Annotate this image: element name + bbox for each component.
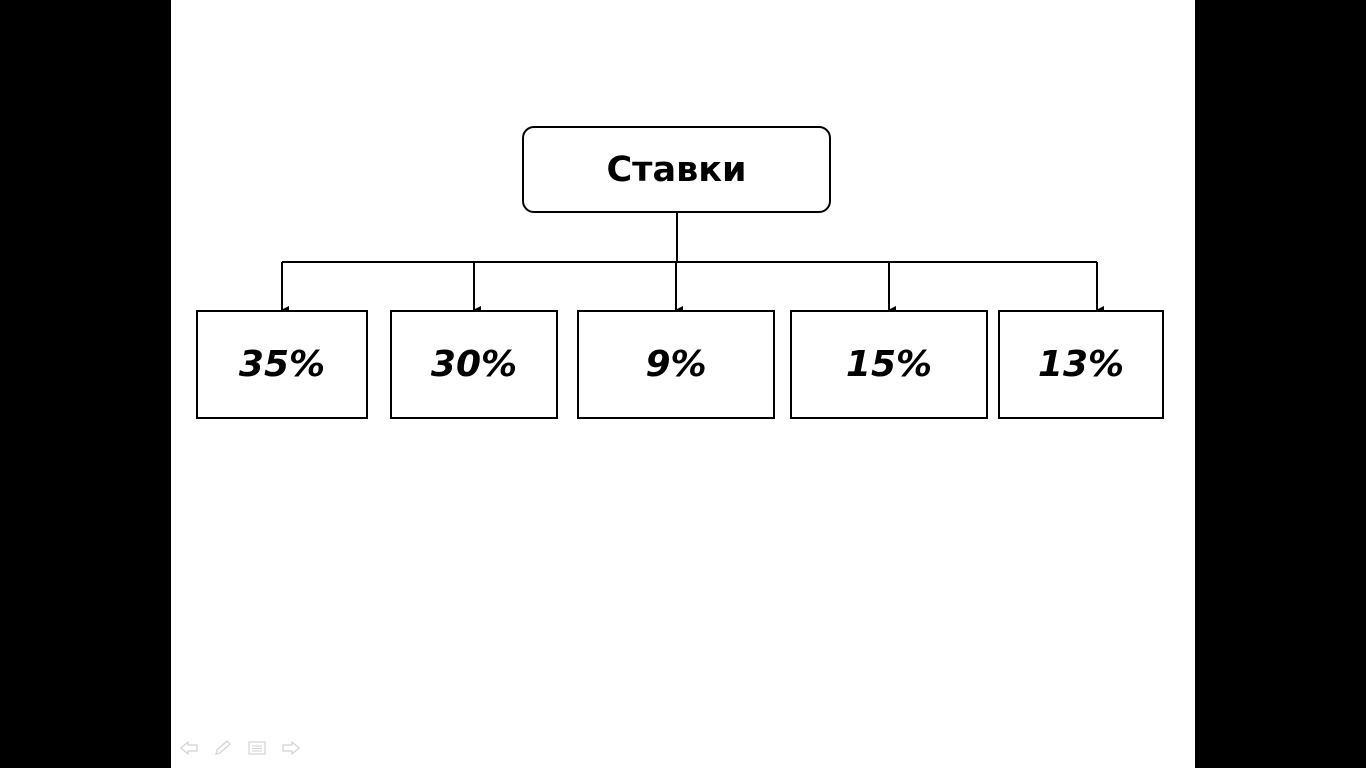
- arrow-right-icon[interactable]: [280, 738, 302, 758]
- menu-icon[interactable]: [246, 738, 268, 758]
- child-node-3: 9%: [577, 310, 775, 419]
- child-node-4: 15%: [790, 310, 988, 419]
- arrow-left-icon[interactable]: [178, 738, 200, 758]
- child-node-3-label: 9%: [645, 344, 707, 385]
- root-node: Ставки: [522, 126, 831, 213]
- root-node-label: Ставки: [606, 149, 747, 190]
- pen-icon[interactable]: [212, 738, 234, 758]
- slideshow-navigation: [178, 738, 302, 758]
- child-node-2-label: 30%: [430, 344, 518, 385]
- child-node-1: 35%: [196, 310, 368, 419]
- child-node-1-label: 35%: [238, 344, 326, 385]
- child-node-5: 13%: [998, 310, 1164, 419]
- child-node-2: 30%: [390, 310, 558, 419]
- child-node-4-label: 15%: [845, 344, 933, 385]
- child-node-5-label: 13%: [1037, 344, 1125, 385]
